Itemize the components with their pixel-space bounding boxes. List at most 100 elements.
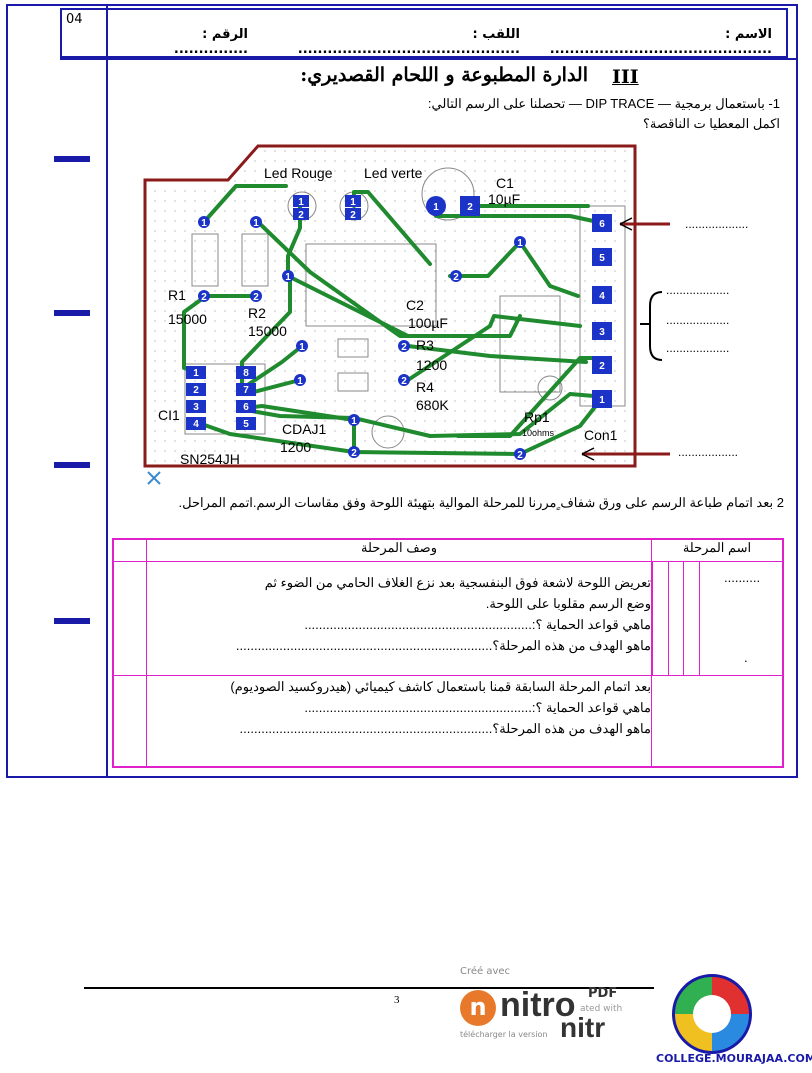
- nitro-sub: ated with: [580, 1004, 623, 1014]
- pad-number: 2: [401, 342, 407, 353]
- ic-pin: 2: [193, 385, 199, 396]
- brace: [640, 291, 663, 361]
- page-frame: [6, 4, 798, 778]
- connector-pin: 1: [599, 395, 605, 406]
- pads: [186, 195, 612, 460]
- pad-number: 2: [253, 292, 259, 303]
- c1-outline: [421, 167, 475, 221]
- trace: [244, 392, 596, 438]
- pad-number: 1: [351, 416, 357, 427]
- pad-number: 1: [201, 218, 207, 229]
- row1-name: .......... .: [651, 560, 784, 676]
- label-cdaj: CDAJ1: [282, 421, 327, 437]
- row2-desc: بعد اتمام المرحلة السابقة قمنا باستعمال …: [146, 674, 652, 768]
- label-c2-value: 100µF: [408, 315, 448, 331]
- trace: [202, 184, 288, 224]
- label-r3: R3: [416, 337, 434, 353]
- row1-line4: ماهو الهدف من هذه المرحلة؟..............…: [235, 637, 651, 653]
- cdaj-outline: [371, 415, 405, 449]
- label-ci1: CI1: [158, 407, 180, 423]
- ic-pin: 6: [243, 402, 249, 413]
- r3-outline: [337, 338, 369, 358]
- origin-cross-icon: [147, 471, 161, 485]
- trace: [286, 204, 410, 338]
- frame-divider: [106, 4, 108, 776]
- ic-pin: 8: [243, 368, 249, 379]
- label-r1: R1: [168, 287, 186, 303]
- nitro-brand-2: nitr: [560, 1012, 606, 1043]
- pad-number: 1: [253, 218, 259, 229]
- connector-pin: 6: [599, 219, 605, 230]
- pad-number: 1: [285, 272, 291, 283]
- board-outline: [143, 144, 637, 468]
- label-r4: R4: [416, 379, 434, 395]
- label-r2-value: 15000: [248, 323, 287, 339]
- connector-pin: 3: [599, 327, 605, 338]
- pad-number: 1: [299, 342, 305, 353]
- ic-pin: 1: [193, 368, 199, 379]
- nitro-created: Créé avec: [460, 966, 511, 977]
- col-header-desc: وصف المرحلة: [146, 538, 652, 562]
- pad-number: 2: [201, 292, 207, 303]
- header-box: [60, 8, 788, 58]
- label-c1-value: 10µF: [488, 191, 520, 207]
- question-1: 1- باستعمال برمجية — DIP TRACE — تحصلنا …: [427, 96, 780, 111]
- margin-mark: [54, 310, 90, 316]
- stages-table: وصف المرحلة اسم المرحلة تعريض اللوحة لاش…: [112, 538, 784, 768]
- trace: [256, 220, 522, 338]
- rp1-outline: [499, 295, 561, 393]
- label-led-verte: Led verte: [364, 165, 423, 181]
- pad-number: 2: [453, 272, 459, 283]
- row1-line2: وضع الرسم مقلوبا على اللوحة.: [485, 595, 651, 611]
- pad-number: 2: [298, 210, 304, 221]
- label-c2: C2: [406, 297, 424, 313]
- answer-mid: ...................: [666, 313, 729, 327]
- row1-name-dot: .: [744, 649, 748, 665]
- row2-line2: ماهي قواعد الحماية ؟:...................…: [304, 699, 651, 715]
- question-1-sub: اكمل المعطيا ت الناقصة؟: [643, 116, 780, 131]
- r2-outline: [241, 233, 269, 287]
- label-c1: C1: [496, 175, 514, 191]
- pad-number: 1: [517, 238, 523, 249]
- pad-number: 1: [297, 376, 303, 387]
- connector-pin: 4: [599, 291, 605, 302]
- label-r1-value: 15000: [168, 311, 207, 327]
- nitro-download: télécharger la version: [460, 1030, 548, 1039]
- row2-line3: ماهو الهدف من هذه المرحلة؟..............…: [239, 720, 651, 736]
- label-r2: R2: [248, 305, 266, 321]
- label-rp1-value: 10ohms: [522, 428, 555, 438]
- r4-outline: [337, 372, 369, 392]
- label-led-rouge: Led Rouge: [264, 165, 333, 181]
- answer-mid: ...................: [666, 341, 729, 355]
- footer-rule: [84, 987, 654, 989]
- name-field: الاسم : ................................…: [549, 27, 772, 57]
- pad-number: 2: [517, 450, 523, 461]
- nitro-watermark: Créé avec n nitro PDF ated with nitr tél…: [460, 966, 650, 1046]
- ic-pin: 3: [193, 402, 199, 413]
- number-field: الرقم : ...............: [173, 27, 248, 57]
- pad-number: 2: [351, 448, 357, 459]
- pad-number: 1: [350, 197, 356, 208]
- answer-bottom: ..................: [678, 445, 738, 459]
- row2-name: [651, 674, 784, 768]
- page-corner-number: 04: [66, 12, 83, 27]
- question-2: 2 بعد اتمام طباعة الرسم على ورق شفاف ٍمر…: [178, 495, 784, 510]
- trace: [244, 344, 304, 388]
- col-header-name: اسم المرحلة: [651, 538, 784, 562]
- margin-mark: [54, 156, 90, 162]
- pad-number: 1: [433, 202, 439, 213]
- label-r4-value: 680K: [416, 397, 449, 413]
- label-con1: Con1: [584, 427, 618, 443]
- trace: [456, 356, 598, 438]
- ic-pin: 4: [193, 419, 199, 430]
- label-ic-part: SN254JH: [180, 451, 240, 467]
- nitro-brand: nitro: [500, 986, 576, 1024]
- label-rp1: Rp1: [524, 409, 550, 425]
- pad-number: 1: [298, 197, 304, 208]
- label-cdaj-value: 1200: [280, 439, 311, 455]
- answer-mid: ...................: [666, 283, 729, 297]
- college-logo-icon: [672, 974, 752, 1054]
- pcb-layout: 1 2 1 2 1 2 1 1 2 1 2 1 2 2 1 2 1 2 1 2 …: [143, 144, 748, 485]
- nitro-logo-icon: n: [460, 990, 496, 1026]
- college-site[interactable]: COLLEGE.MOURAJAA.COM: [656, 1052, 812, 1065]
